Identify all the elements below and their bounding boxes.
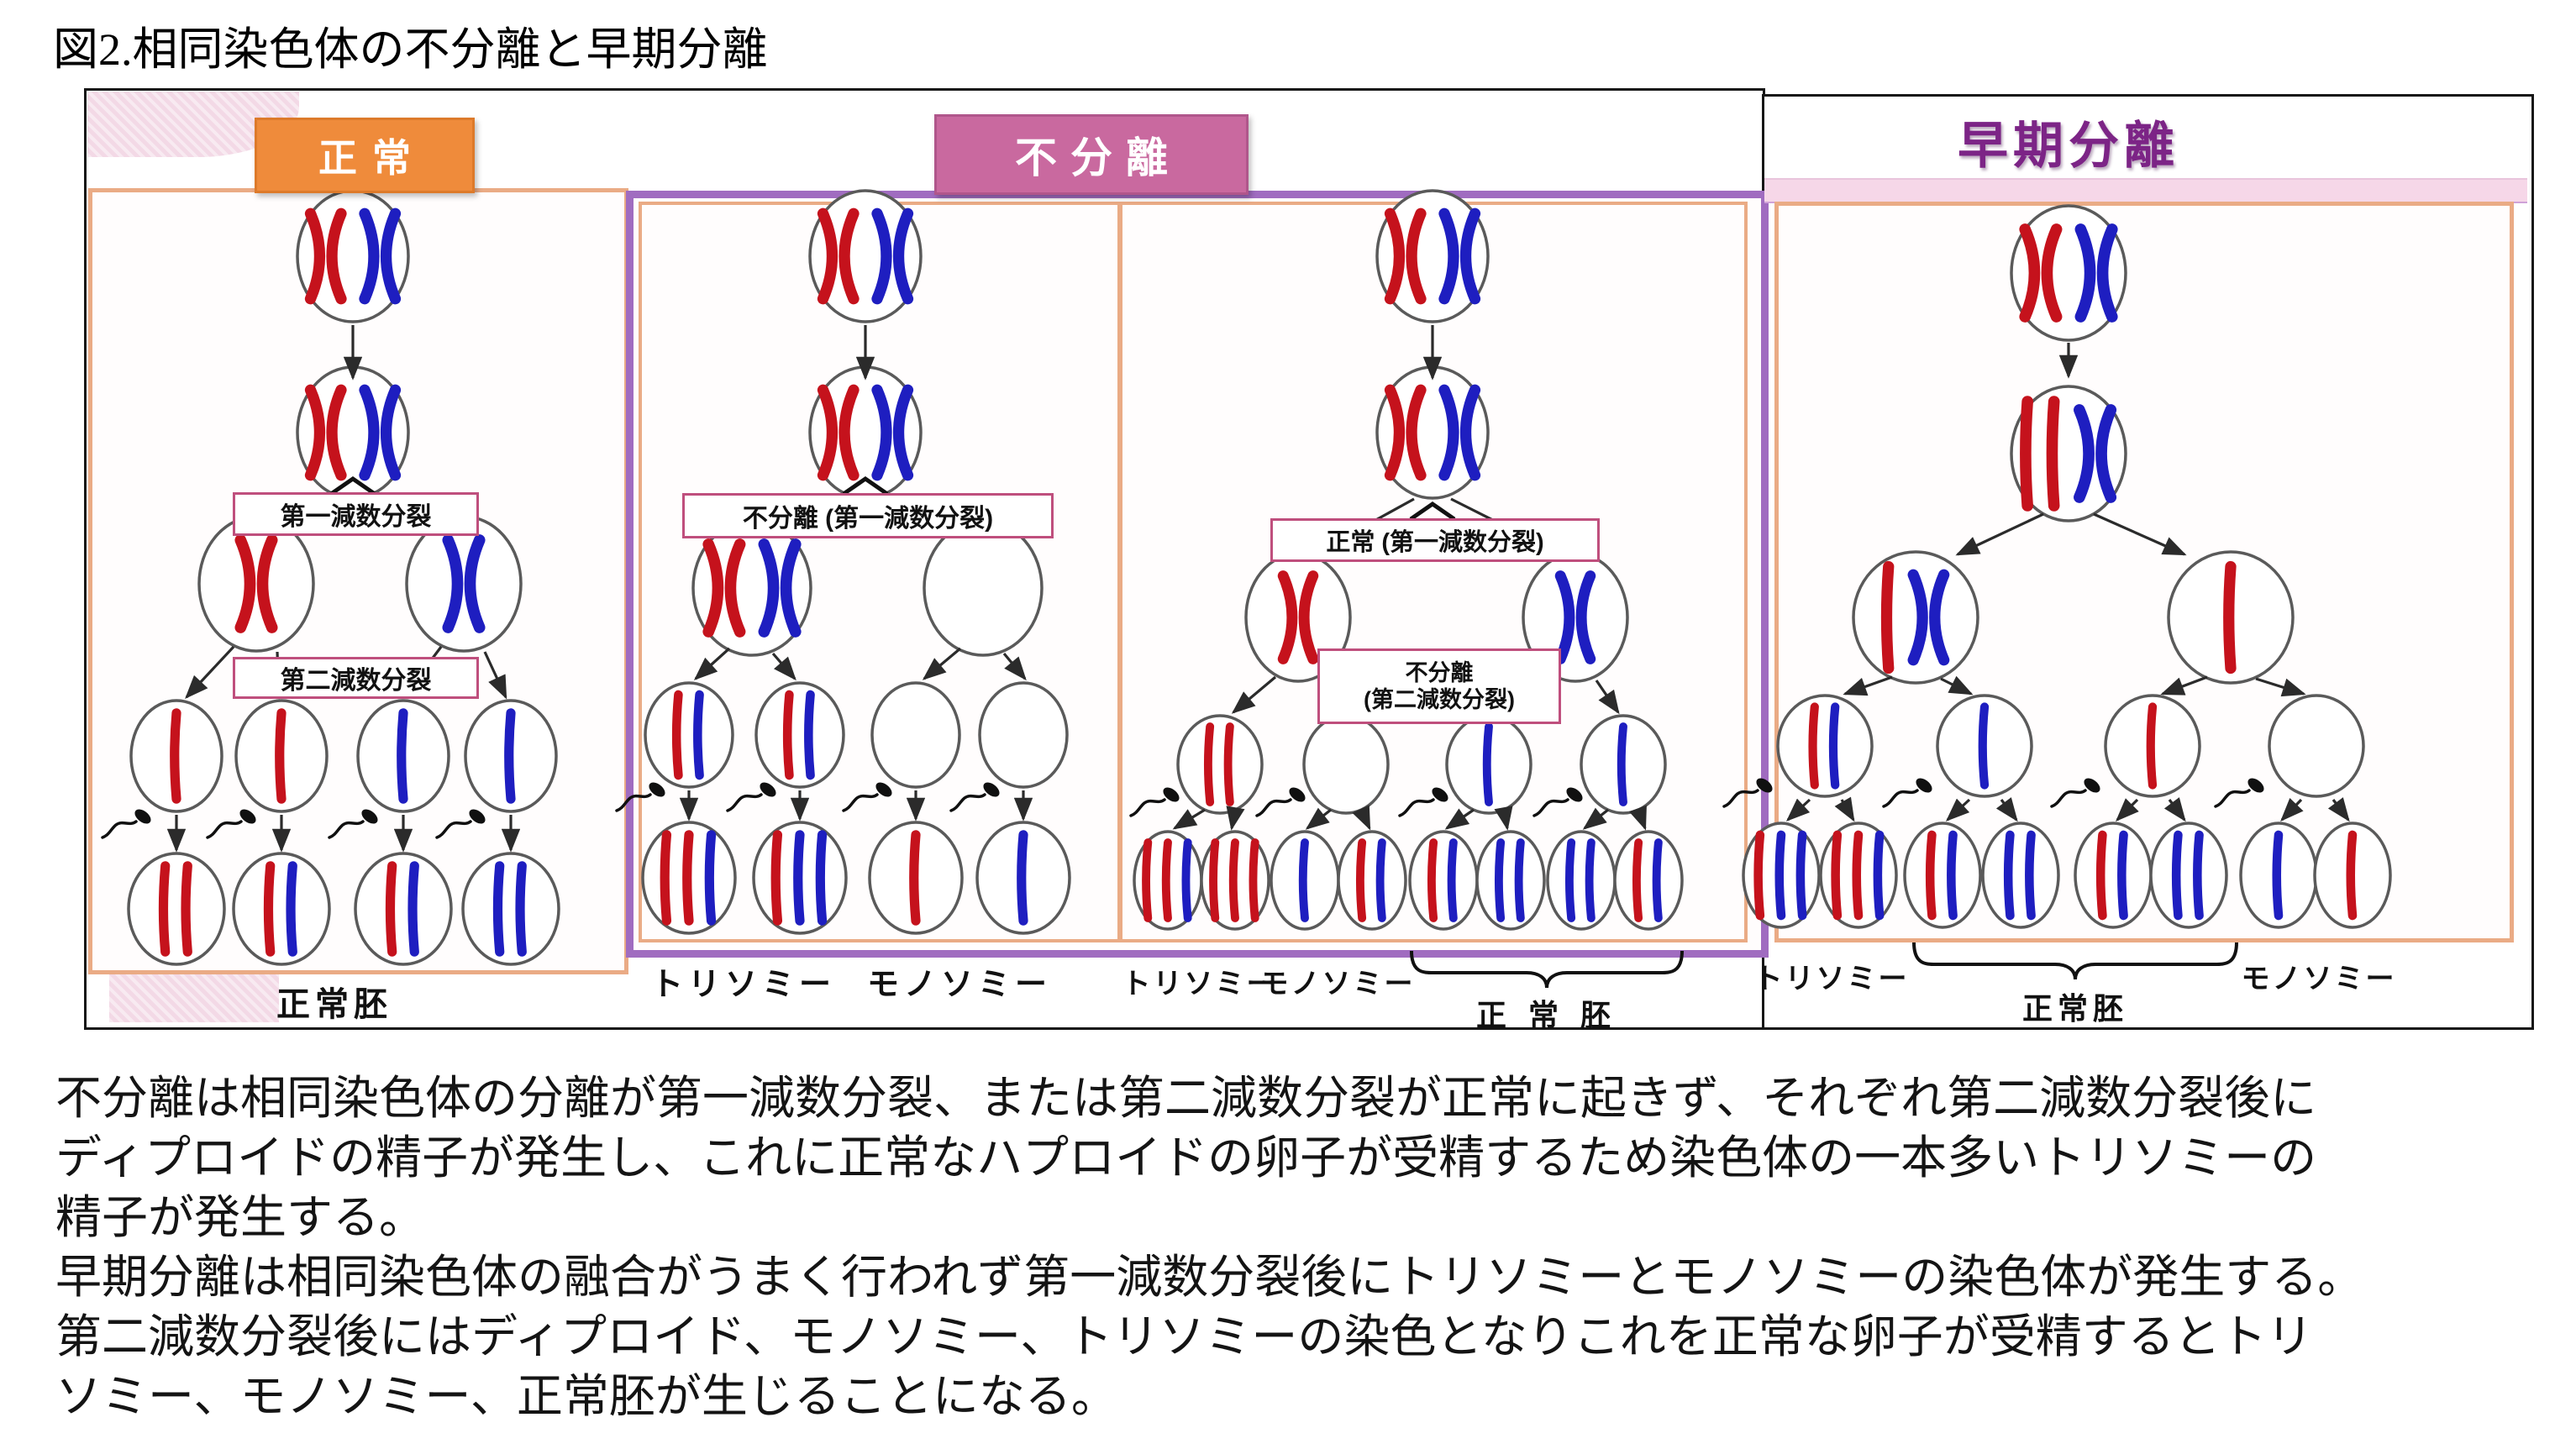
header-premature-separation: 早期分離 — [1958, 117, 2179, 174]
label-meiosis1-normal-panel: 第一減数分裂 — [233, 492, 479, 536]
outcome-monosomy: モノソミー — [866, 967, 1053, 1003]
label-normal-meiosis1: 正常 (第一減数分裂) — [1270, 518, 1600, 562]
description-line: ソミー、モノソミー、正常胚が生じることになる。 — [55, 1371, 1117, 1422]
description-line: 第二減数分裂後にはディプロイド、モノソミー、トリソミーの染色となりこれを正常な卵… — [55, 1311, 2313, 1362]
label-nondisjunction-meiosis2-line1: 不分離 — [1405, 659, 1474, 685]
outcome-normal-embryo: 正 常 胚 — [1475, 998, 1618, 1032]
outcome-normal-embryo: 正常胚 — [2021, 991, 2129, 1026]
outcome-trisomy: トリソミー — [650, 967, 837, 1003]
outcome-trisomy: トリソミー — [1122, 968, 1278, 1000]
description-line: 早期分離は相同染色体の融合がうまく行われず第一減数分裂後にトリソミーとモノソミー… — [55, 1252, 2364, 1303]
panel-nondisjunction-meiosis1-border — [639, 202, 1121, 942]
panel-normal-border — [88, 188, 628, 974]
header-nondisjunction: 不分離 — [934, 114, 1249, 195]
description-line: ディプロイドの精子が発生し、これに正常なハプロイドの卵子が受精するため染色体の一… — [55, 1132, 2317, 1184]
page-title: 図2.相同染色体の不分離と早期分離 — [53, 24, 768, 75]
outcome-monosomy: モノソミー — [2241, 963, 2397, 995]
description-line: 不分離は相同染色体の分離が第一減数分裂、または第二減数分裂が正常に起きず、それぞ… — [55, 1073, 2317, 1124]
figure-description: 不分離は相同染色体の分離が第一減数分裂、または第二減数分裂が正常に起きず、それぞ… — [55, 1068, 2542, 1426]
header-normal: 正常 — [255, 118, 475, 193]
description-line: 精子が発生する。 — [55, 1192, 426, 1243]
premature-pink-band — [1764, 178, 2527, 203]
label-nondisjunction-meiosis2: 不分離 (第二減数分裂) — [1317, 648, 1561, 724]
label-meiosis2-normal-panel: 第二減数分裂 — [233, 657, 479, 699]
outcome-monosomy: モノソミー — [1259, 968, 1416, 1000]
panel-nondisjunction-meiosis2-border — [1119, 202, 1748, 942]
outcome-trisomy: トリソミー — [1753, 963, 1910, 995]
label-nondisjunction-meiosis2-line2: (第二減数分裂) — [1364, 687, 1515, 712]
label-nondisjunction-meiosis1: 不分離 (第一減数分裂) — [682, 493, 1054, 538]
panel-premature-border — [1774, 202, 2514, 942]
outcome-normal-embryo: 正常胚 — [276, 986, 392, 1023]
